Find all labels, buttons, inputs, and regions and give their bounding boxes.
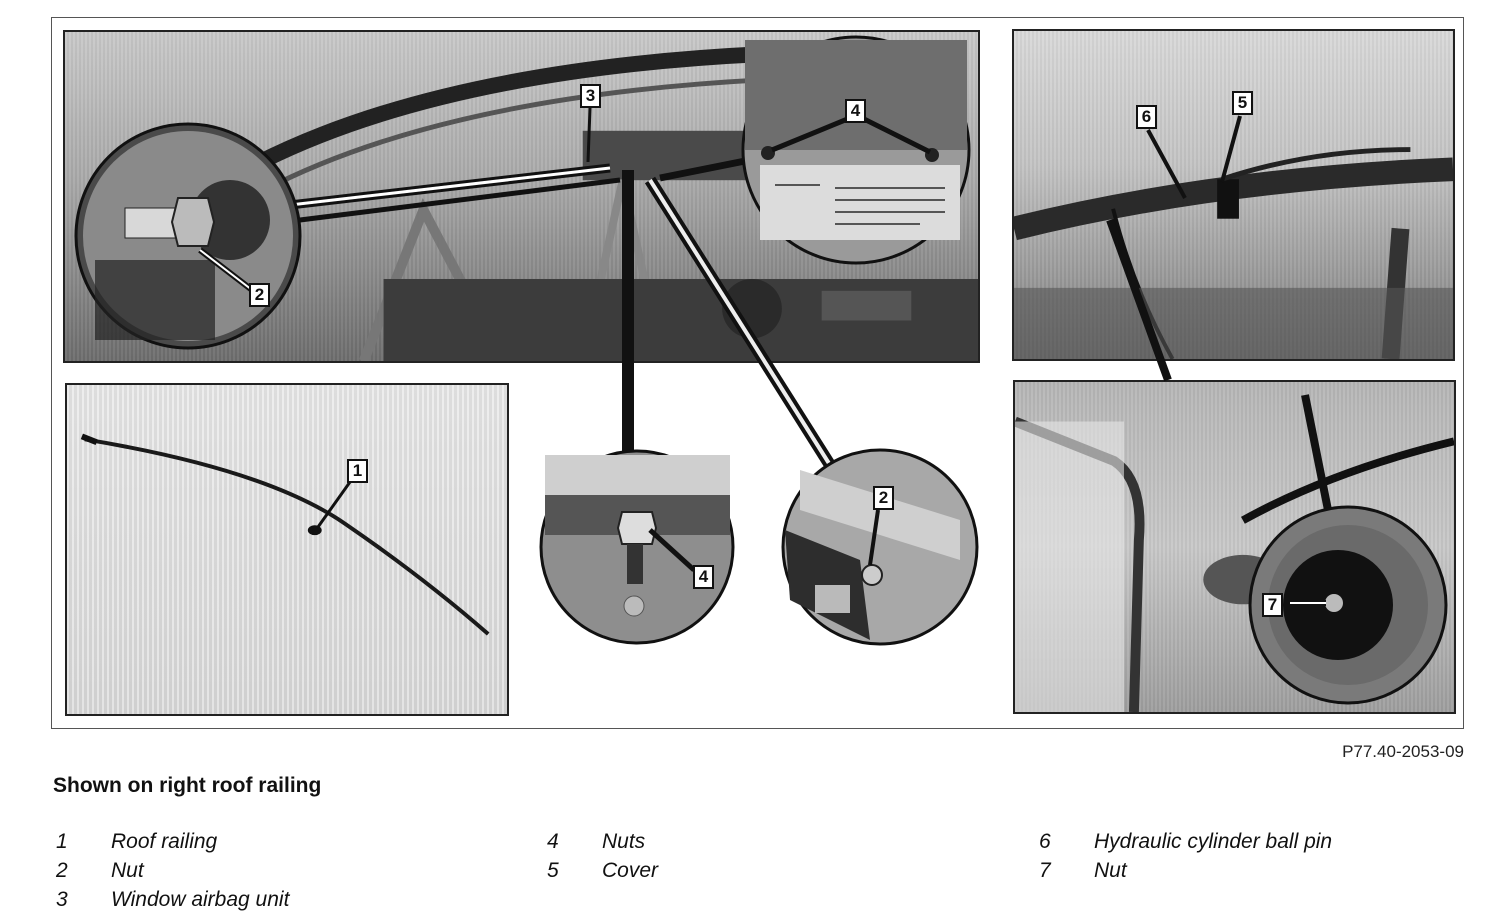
legend-number: 5 [547,859,559,882]
main-interior-photo [63,30,980,363]
callout-2-detail: 2 [873,486,894,510]
legend-label: Nuts [602,830,646,853]
callout-4-detail: 4 [693,565,714,589]
legend-item: 7 Nut [1039,859,1332,888]
cover-area-sketch [1014,147,1453,359]
callout-7: 7 [1262,593,1283,617]
legend-column-1: 1 Roof railing 2 Nut 3 Window airbag unit [56,830,289,917]
roof-rail-sketch [80,433,490,636]
callout-6: 6 [1136,105,1157,129]
figure-caption: Shown on right roof railing [53,774,322,797]
legend-label: Nut [111,859,144,882]
ball-pin-sketch [1015,416,1454,712]
legend-number: 2 [56,859,68,882]
legend-number: 1 [56,830,68,853]
legend-label: Cover [602,859,659,882]
legend-item: 1 Roof railing [56,830,289,859]
legend-label: Window airbag unit [111,888,290,911]
callout-2-main: 2 [249,283,270,307]
ball-pin-photo [1013,380,1456,714]
legend-item: 3 Window airbag unit [56,888,289,917]
cover-area-photo [1012,29,1455,361]
legend-item: 4 Nuts [547,830,658,859]
legend-label: Roof railing [111,830,218,853]
legend-number: 7 [1039,859,1051,882]
legend-column-2: 4 Nuts 5 Cover [547,830,658,888]
callout-1: 1 [347,459,368,483]
legend-column-3: 6 Hydraulic cylinder ball pin 7 Nut [1039,830,1332,888]
legend-item: 6 Hydraulic cylinder ball pin [1039,830,1332,859]
figure-code: P77.40-2053-09 [1342,742,1464,761]
roof-rail-photo [65,383,509,716]
callout-5: 5 [1232,91,1253,115]
legend-label: Hydraulic cylinder ball pin [1094,830,1333,853]
legend-item: 5 Cover [547,859,658,888]
legend-item: 2 Nut [56,859,289,888]
legend-number: 3 [56,888,68,911]
legend-number: 6 [1039,830,1051,853]
legend-number: 4 [547,830,559,853]
interior-sketch [240,43,978,361]
callout-3: 3 [580,84,601,108]
callout-4-main: 4 [845,99,866,123]
legend-label: Nut [1094,859,1127,882]
